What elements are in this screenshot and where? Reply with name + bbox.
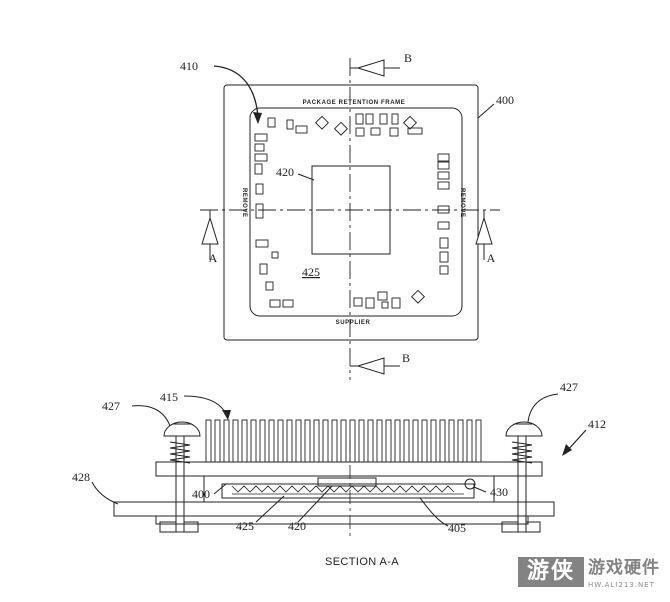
section-b-bottom-label: B [402,351,410,365]
heatsink-fin [250,419,257,463]
ref-425-top: 425 [302,265,320,279]
ref-427-left: 427 [102,399,120,413]
components-right [437,153,450,275]
heatsink-fin [295,419,302,463]
section-a-right-label: A [487,251,496,265]
heatsink-fin [205,419,212,463]
heatsink-fin [430,419,437,463]
retention-frame-outer [223,84,479,341]
components-left [254,133,294,308]
section-arrow-b-bottom [350,357,400,375]
section-arrow-a-right [475,210,493,260]
ref-420-top: 420 [276,165,294,179]
heatsink-fin [448,419,455,463]
ref-427-right: 427 [560,380,578,394]
heatsink-fin [367,419,374,463]
watermark-logo: 游侠 [518,557,584,587]
ref-412: 412 [588,417,606,431]
heatsink-fin [466,419,473,463]
hatched-package-layer [231,485,455,493]
ref-415: 415 [160,390,178,404]
backing-plate [155,515,529,525]
components-top [267,113,423,137]
ref-425-section: 425 [236,519,254,533]
leader-arrowhead-410 [253,112,262,124]
heatsink-fin [412,419,419,463]
heatsink-fin [340,419,347,463]
heatsink-fin [322,419,329,463]
heatsink-fin [277,419,284,463]
heatsink-fin [232,419,239,463]
clip-430 [464,478,476,490]
heatsink-fin [313,419,320,463]
section-arrow-a-left [201,210,219,260]
leader-428 [91,481,119,505]
leader-425-section [255,495,285,523]
screw-assembly-left [159,421,201,533]
leader-427-left [131,405,171,427]
circuit-board [113,501,555,517]
ref-430: 430 [490,485,508,499]
watermark-title: 游戏硬件 [588,558,660,578]
leader-415 [183,395,227,415]
ref-428: 428 [72,470,90,484]
leader-427-right [527,393,559,423]
package-frame-section [203,475,495,503]
section-a-left-label: A [209,251,218,265]
heatsink-fin [223,419,230,463]
frame-title: PACKAGE RETENTION FRAME [303,100,406,106]
components-bottom [353,289,426,309]
leader-400-section [213,483,227,495]
ref-400-top: 400 [496,93,514,107]
die-section [317,477,377,487]
heatsink-base [155,461,543,477]
leader-430 [473,486,487,493]
section-caption: SECTION A-A [325,556,399,568]
top-view: PACKAGE RETENTION FRAME SUPPLIER REMOVE … [180,51,514,380]
heatsink-fin [439,419,446,463]
remove-label-left: REMOVE [241,188,247,218]
heatsink-fin [304,419,311,463]
package-outline [249,107,463,317]
section-b-top-label: B [404,51,412,65]
heatsink-fin [394,419,401,463]
screw-assembly-right [501,421,543,533]
section-view: 427 415 427 412 428 400 430 425 420 405 … [72,380,606,568]
remove-label-right: REMOVE [459,188,465,218]
heatsink-fin [286,419,293,463]
section-arrow-b-top [350,59,400,77]
leader-400 [477,103,495,119]
heatsink-fin [268,419,275,463]
supplier-label: SUPPLIER [336,320,371,326]
ref-405: 405 [448,521,466,535]
heatsink-fin [241,419,248,463]
leader-arrow-410 [213,65,259,119]
heatsink-fin [457,419,464,463]
heatsink-fin [259,419,266,463]
leader-420-section [297,485,333,523]
ref-400-section: 400 [192,487,210,501]
heatsink-fin [385,419,392,463]
heatsink-fin [421,419,428,463]
watermark-url: HW.ALI213.NET [588,581,655,589]
leader-420 [297,173,315,181]
heatsink-fin [358,419,365,463]
heatsink-fin [214,419,221,463]
heatsink-fin [376,419,383,463]
heatsink-fin [331,419,338,463]
heatsink-fin [403,419,410,463]
ref-420-section: 420 [288,519,306,533]
heatsink-fins [205,419,482,463]
ref-410: 410 [180,59,198,73]
heatsink-fin [475,419,482,463]
leader-405 [419,497,449,527]
watermark: 游侠 游戏硬件 HW.ALI213.NET [518,557,668,595]
heatsink-fin [349,419,356,463]
